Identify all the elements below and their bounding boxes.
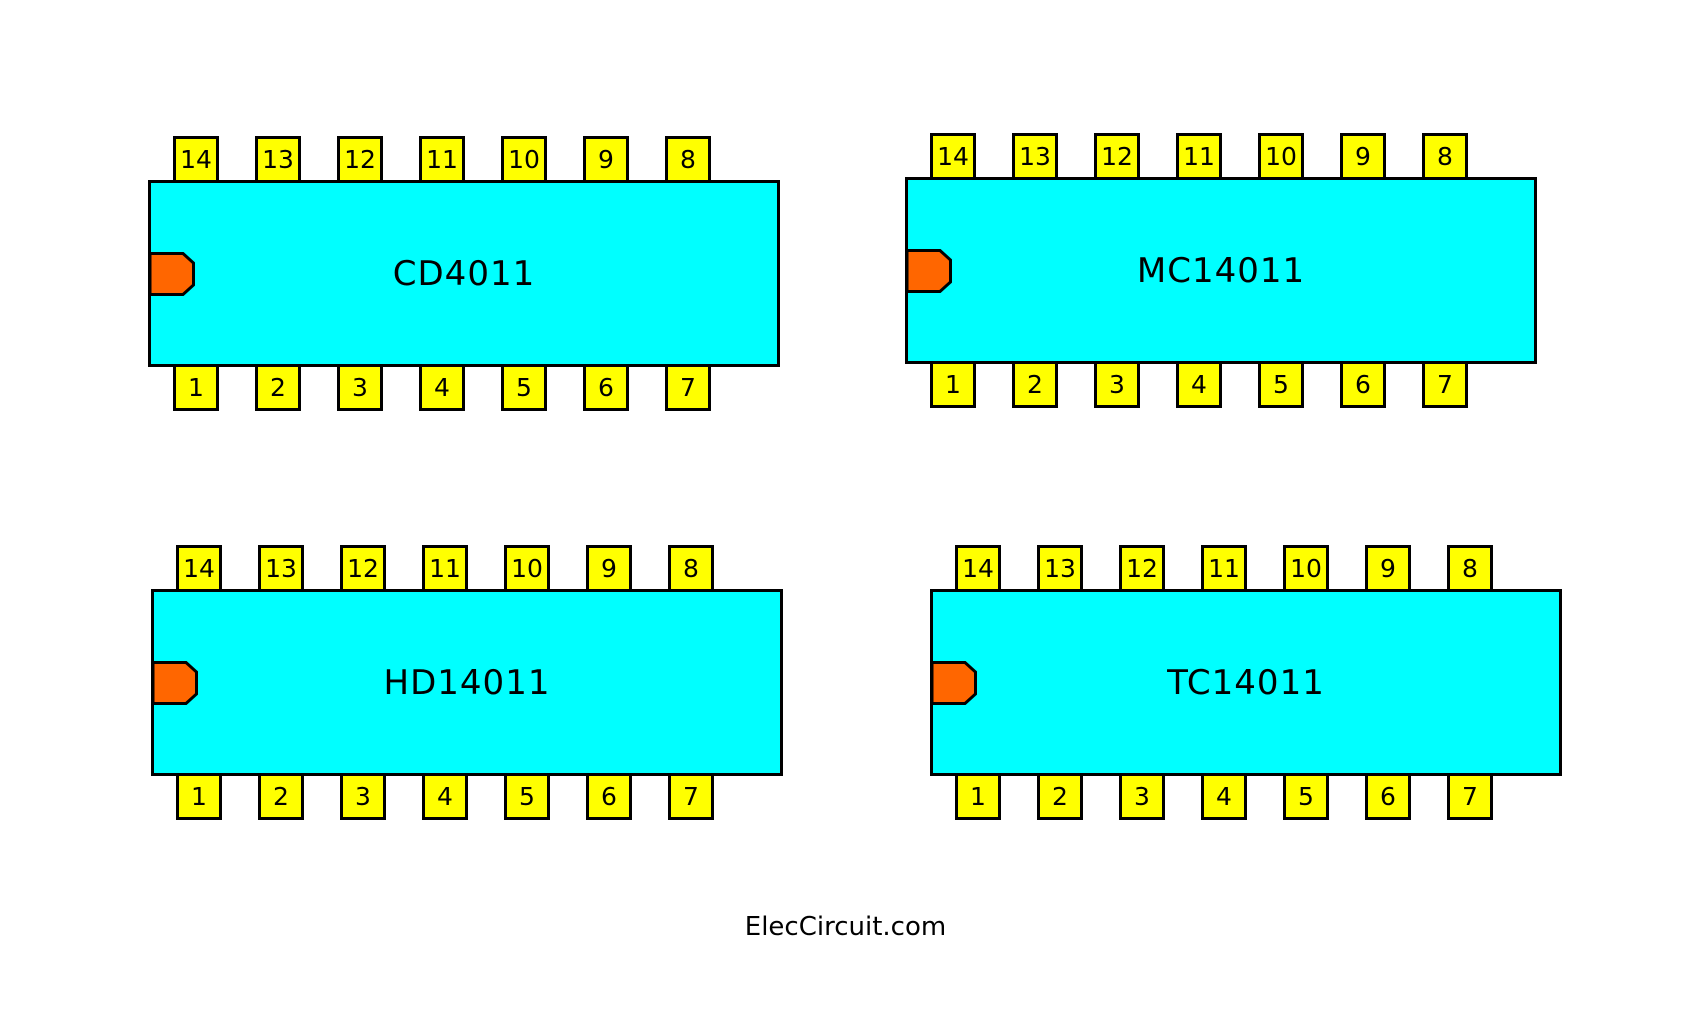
pin-10: 10 (501, 136, 547, 180)
pin-1: 1 (176, 776, 222, 820)
pin-9: 9 (583, 136, 629, 180)
pin-13: 13 (1037, 545, 1083, 589)
pin-8: 8 (665, 136, 711, 180)
pin-11: 11 (1176, 133, 1222, 177)
pin-11: 11 (1201, 545, 1247, 589)
chip-label: MC14011 (1136, 250, 1306, 291)
pin1-notch-icon (153, 661, 198, 705)
pin-3: 3 (1094, 364, 1140, 408)
chip-label: CD4011 (392, 253, 536, 294)
pin1-notch-icon (907, 249, 952, 293)
pin-3: 3 (340, 776, 386, 820)
pin-11: 11 (422, 545, 468, 589)
pin-14: 14 (176, 545, 222, 589)
pin-11: 11 (419, 136, 465, 180)
chip-label: TC14011 (1167, 662, 1325, 703)
pin-9: 9 (1340, 133, 1386, 177)
pin-4: 4 (419, 367, 465, 411)
pin-6: 6 (1365, 776, 1411, 820)
pin-12: 12 (1094, 133, 1140, 177)
pin-6: 6 (586, 776, 632, 820)
pin-14: 14 (173, 136, 219, 180)
pin-10: 10 (504, 545, 550, 589)
pin-3: 3 (337, 367, 383, 411)
pin-4: 4 (1176, 364, 1222, 408)
pin-5: 5 (1258, 364, 1304, 408)
pin-14: 14 (930, 133, 976, 177)
pin-4: 4 (1201, 776, 1247, 820)
pin-1: 1 (930, 364, 976, 408)
pin-8: 8 (668, 545, 714, 589)
pin-10: 10 (1283, 545, 1329, 589)
pin-12: 12 (1119, 545, 1165, 589)
pin-14: 14 (955, 545, 1001, 589)
pin-8: 8 (1422, 133, 1468, 177)
pin-2: 2 (1012, 364, 1058, 408)
pin-13: 13 (1012, 133, 1058, 177)
pin-1: 1 (173, 367, 219, 411)
pin-7: 7 (1447, 776, 1493, 820)
pin-13: 13 (258, 545, 304, 589)
pin-12: 12 (337, 136, 383, 180)
pin-8: 8 (1447, 545, 1493, 589)
chip-label: HD14011 (383, 662, 551, 703)
pin1-notch-icon (150, 252, 195, 296)
pin1-notch-icon (932, 661, 977, 705)
pin-6: 6 (1340, 364, 1386, 408)
pin-5: 5 (1283, 776, 1329, 820)
pin-5: 5 (504, 776, 550, 820)
pin-13: 13 (255, 136, 301, 180)
pin-10: 10 (1258, 133, 1304, 177)
pin-9: 9 (1365, 545, 1411, 589)
pin-1: 1 (955, 776, 1001, 820)
pin-4: 4 (422, 776, 468, 820)
pin-6: 6 (583, 367, 629, 411)
pin-3: 3 (1119, 776, 1165, 820)
chip-body (905, 177, 1537, 364)
pin-7: 7 (665, 367, 711, 411)
pin-7: 7 (668, 776, 714, 820)
pin-2: 2 (255, 367, 301, 411)
chip-body (148, 180, 780, 367)
pin-9: 9 (586, 545, 632, 589)
pin-7: 7 (1422, 364, 1468, 408)
watermark-footer: ElecCircuit.com (744, 912, 947, 942)
pin-2: 2 (1037, 776, 1083, 820)
chip-body (930, 589, 1562, 776)
pin-5: 5 (501, 367, 547, 411)
pin-12: 12 (340, 545, 386, 589)
pin-2: 2 (258, 776, 304, 820)
